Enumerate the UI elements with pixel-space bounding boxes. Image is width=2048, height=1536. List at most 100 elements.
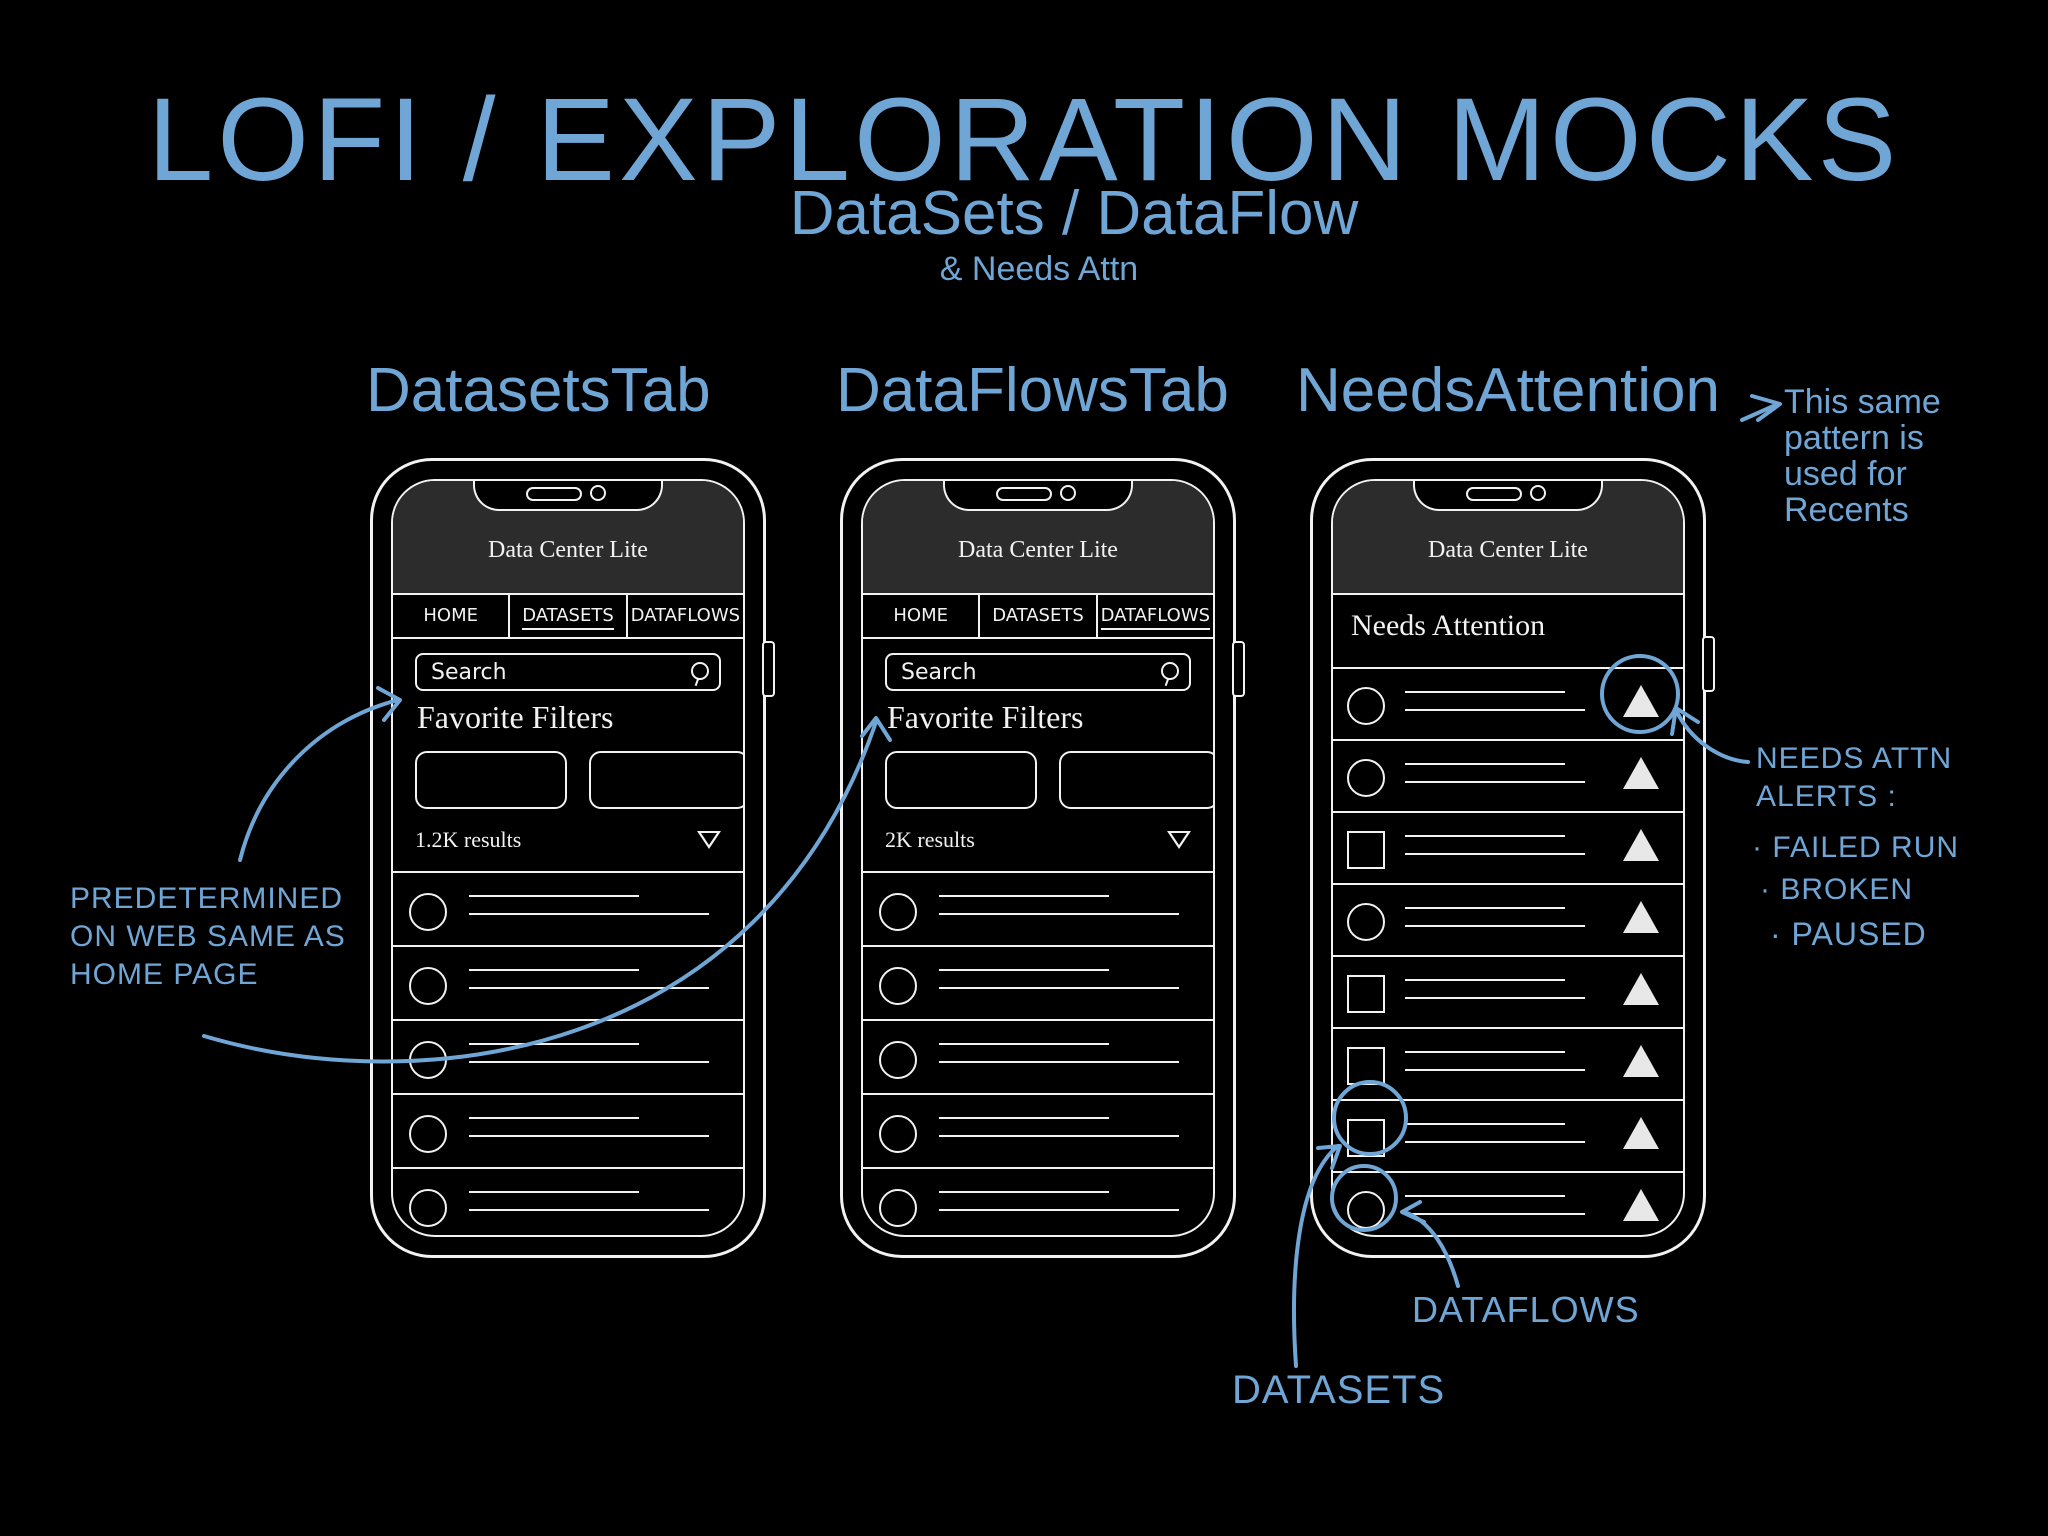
warning-triangle-icon[interactable] bbox=[1623, 1117, 1659, 1149]
favorite-filter-card[interactable] bbox=[1059, 751, 1213, 809]
dataflow-list bbox=[863, 871, 1213, 1235]
placeholder-line bbox=[939, 1117, 1109, 1119]
app-title: Data Center Lite bbox=[1428, 537, 1588, 563]
side-button bbox=[762, 641, 775, 697]
results-count: 2K results bbox=[885, 827, 975, 852]
favorite-filters-label: Favorite Filters bbox=[887, 699, 1084, 735]
tab-dataflows[interactable]: DATAFLOWS bbox=[1098, 595, 1213, 637]
list-item[interactable] bbox=[1333, 811, 1683, 883]
list-item[interactable] bbox=[393, 1019, 743, 1093]
notch bbox=[943, 481, 1133, 511]
placeholder-line bbox=[469, 1191, 639, 1193]
tab-label: HOME bbox=[893, 605, 948, 626]
list-item[interactable] bbox=[393, 871, 743, 945]
column-title-datasets: DatasetsTab bbox=[366, 356, 711, 425]
warning-triangle-icon[interactable] bbox=[1623, 757, 1659, 789]
list-item[interactable] bbox=[393, 1093, 743, 1167]
placeholder-line bbox=[1405, 1051, 1565, 1053]
placeholder-line bbox=[469, 913, 709, 915]
dataset-icon bbox=[409, 1041, 447, 1079]
list-item[interactable] bbox=[863, 945, 1213, 1019]
placeholder-line bbox=[469, 1135, 709, 1137]
favorite-filter-card[interactable] bbox=[415, 751, 567, 809]
side-button bbox=[1232, 641, 1245, 697]
placeholder-line bbox=[939, 969, 1109, 971]
list-item[interactable] bbox=[393, 945, 743, 1019]
list-item[interactable] bbox=[863, 1019, 1213, 1093]
list-item[interactable] bbox=[863, 1167, 1213, 1235]
warning-triangle-icon[interactable] bbox=[1623, 973, 1659, 1005]
list-item[interactable] bbox=[863, 1093, 1213, 1167]
placeholder-line bbox=[1405, 997, 1585, 999]
list-item[interactable] bbox=[1333, 739, 1683, 811]
placeholder-line bbox=[469, 1061, 709, 1063]
placeholder-line bbox=[1405, 763, 1565, 765]
warning-triangle-icon[interactable] bbox=[1623, 685, 1659, 717]
placeholder-line bbox=[939, 895, 1109, 897]
placeholder-line bbox=[1405, 925, 1585, 927]
dataflow-icon bbox=[879, 1041, 917, 1079]
tab-label: DATAFLOWS bbox=[1100, 605, 1211, 630]
list-item[interactable] bbox=[1333, 667, 1683, 739]
search-input[interactable]: Search bbox=[885, 653, 1191, 691]
speaker-icon bbox=[996, 487, 1052, 501]
list-item[interactable] bbox=[863, 871, 1213, 945]
tab-bar: HOME DATASETS DATAFLOWS bbox=[393, 595, 743, 639]
warning-triangle-icon[interactable] bbox=[1623, 1189, 1659, 1221]
placeholder-line bbox=[1405, 835, 1565, 837]
warning-triangle-icon[interactable] bbox=[1623, 1045, 1659, 1077]
phone-dataflows: Data Center Lite HOME DATASETS DATAFLOWS… bbox=[840, 458, 1245, 1258]
dataflow-icon bbox=[879, 893, 917, 931]
dataset-icon bbox=[409, 967, 447, 1005]
placeholder-line bbox=[1405, 1141, 1585, 1143]
tab-label: HOME bbox=[423, 605, 478, 626]
tab-datasets[interactable]: DATASETS bbox=[980, 595, 1098, 637]
list-item[interactable] bbox=[1333, 1099, 1683, 1171]
notch bbox=[1413, 481, 1603, 511]
placeholder-line bbox=[1405, 1213, 1585, 1215]
camera-icon bbox=[1060, 485, 1076, 501]
dataset-icon bbox=[409, 1189, 447, 1227]
placeholder-line bbox=[469, 895, 639, 897]
dataflow-icon bbox=[1347, 1191, 1385, 1229]
dataset-icon bbox=[1347, 831, 1385, 869]
tab-home[interactable]: HOME bbox=[393, 595, 511, 637]
filter-icon[interactable] bbox=[697, 831, 721, 849]
camera-icon bbox=[590, 485, 606, 501]
dataflow-icon bbox=[1347, 759, 1385, 797]
placeholder-line bbox=[939, 913, 1179, 915]
page-subtitle: DataSets / DataFlow bbox=[789, 179, 1359, 248]
dataset-icon bbox=[1347, 1119, 1385, 1157]
favorite-filter-card[interactable] bbox=[885, 751, 1037, 809]
favorite-filter-card[interactable] bbox=[589, 751, 743, 809]
tab-dataflows[interactable]: DATAFLOWS bbox=[628, 595, 743, 637]
list-item[interactable] bbox=[393, 1167, 743, 1235]
filter-icon[interactable] bbox=[1167, 831, 1191, 849]
favorite-filters-label: Favorite Filters bbox=[417, 699, 614, 735]
placeholder-line bbox=[939, 1191, 1109, 1193]
tab-label: DATASETS bbox=[522, 605, 614, 630]
speaker-icon bbox=[1466, 487, 1522, 501]
warning-triangle-icon[interactable] bbox=[1623, 901, 1659, 933]
list-item[interactable] bbox=[1333, 1027, 1683, 1099]
phone-needs-attention: Data Center Lite Needs Attention bbox=[1310, 458, 1715, 1258]
camera-icon bbox=[1530, 485, 1546, 501]
warning-triangle-icon[interactable] bbox=[1623, 829, 1659, 861]
placeholder-line bbox=[1405, 907, 1565, 909]
app-title: Data Center Lite bbox=[488, 537, 648, 563]
placeholder-line bbox=[469, 1043, 639, 1045]
dataflow-icon bbox=[879, 967, 917, 1005]
tab-label: DATAFLOWS bbox=[630, 605, 741, 626]
search-input[interactable]: Search bbox=[415, 653, 721, 691]
dataflow-icon bbox=[879, 1189, 917, 1227]
tab-home[interactable]: HOME bbox=[863, 595, 981, 637]
tab-label: DATASETS bbox=[992, 605, 1084, 626]
list-item[interactable] bbox=[1333, 1171, 1683, 1235]
tab-datasets[interactable]: DATASETS bbox=[510, 595, 628, 637]
speaker-icon bbox=[526, 487, 582, 501]
app-header: Data Center Lite bbox=[863, 481, 1213, 595]
list-item[interactable] bbox=[1333, 883, 1683, 955]
dataflow-icon bbox=[1347, 687, 1385, 725]
list-item[interactable] bbox=[1333, 955, 1683, 1027]
annotation-dataflows: DATAFLOWS bbox=[1412, 1289, 1640, 1330]
